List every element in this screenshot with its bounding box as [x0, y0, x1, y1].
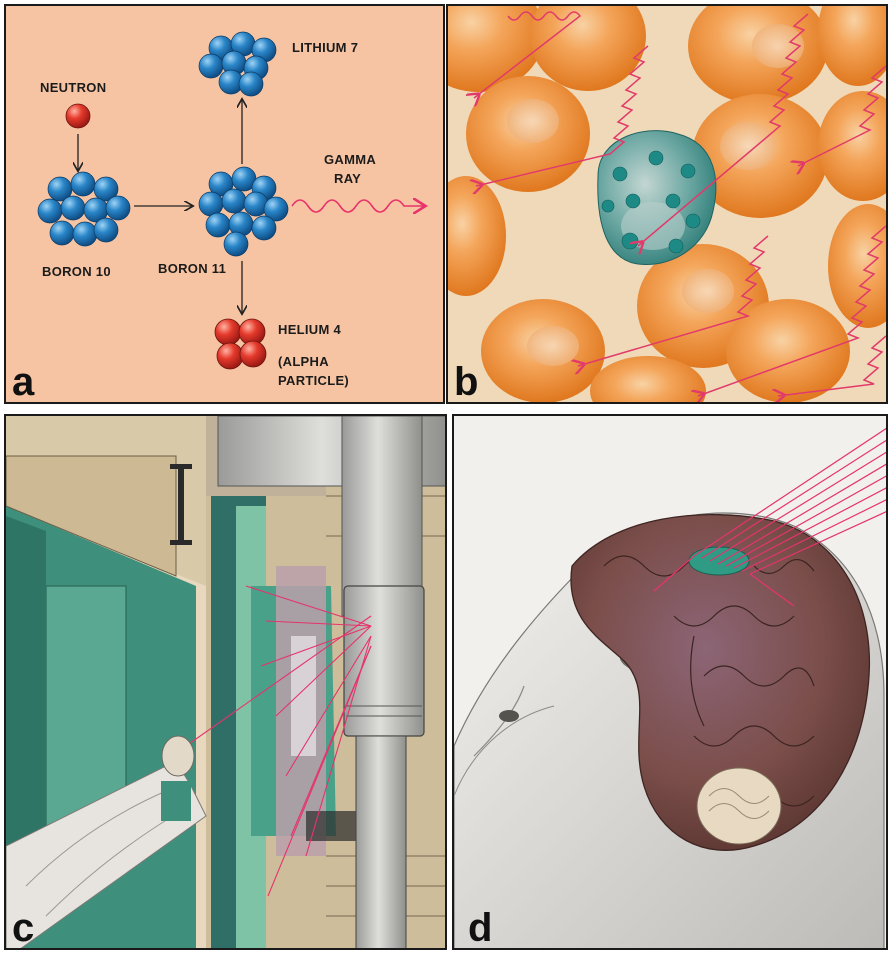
treatment-beam	[185, 585, 372, 897]
reactor-cutaway-svg	[6, 416, 445, 948]
label-ray: RAY	[334, 171, 362, 186]
brain	[570, 514, 871, 851]
panel-c-reactor-cutaway: c	[4, 414, 447, 950]
panel-d-brain-tumor-irradiation: d	[452, 414, 888, 950]
label-boron-11: BORON 11	[158, 261, 227, 276]
label-gamma: GAMMA	[324, 152, 377, 167]
reaction-diagram-svg	[37, 31, 445, 370]
neutron-beam	[653, 427, 886, 607]
boron-10-nucleus	[37, 171, 131, 247]
label-boron-10: BORON 10	[42, 264, 111, 279]
panel-label-a: a	[12, 360, 35, 404]
normal-cells	[448, 6, 886, 402]
label-particle: PARTICLE)	[278, 373, 350, 388]
cells-illustration-svg	[448, 6, 886, 402]
panel-label-d: d	[468, 906, 493, 950]
brain-illustration-svg	[454, 416, 886, 948]
tumor-cell	[597, 130, 717, 265]
label-alpha: (ALPHA	[278, 354, 329, 369]
helium-4-nucleus	[214, 318, 267, 370]
lithium-7-nucleus	[198, 31, 277, 97]
neutron-rays	[474, 11, 886, 396]
panel-a-reaction-diagram: NEUTRON BORON 10 BORON 11 LITHIUM 7 GAMM…	[4, 4, 445, 404]
gamma-ray-wave	[291, 200, 424, 212]
label-neutron: NEUTRON	[40, 80, 107, 95]
neutron-particle	[65, 103, 91, 129]
panel-label-c: c	[12, 906, 35, 950]
panel-label-b: b	[454, 360, 479, 404]
panel-b-tumor-cell-illustration: b	[446, 4, 888, 404]
boron-11-nucleus	[198, 166, 289, 257]
patient-on-bed	[6, 735, 207, 948]
label-helium-4: HELIUM 4	[278, 322, 342, 337]
label-lithium-7: LITHIUM 7	[292, 40, 359, 55]
